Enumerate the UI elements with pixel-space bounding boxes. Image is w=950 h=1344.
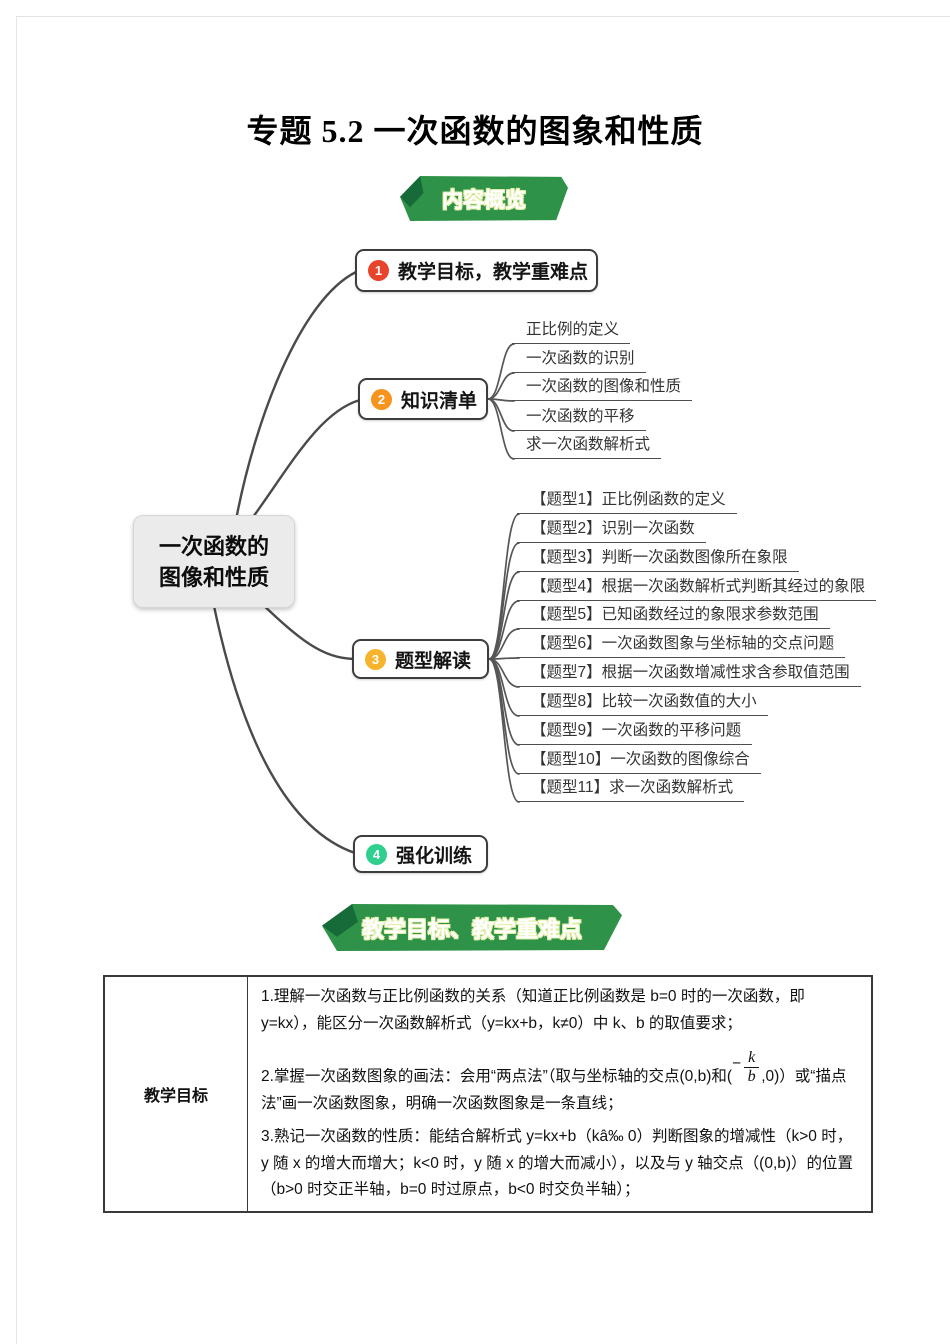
branch-intensive-training-label: 强化训练	[396, 845, 473, 867]
mindmap-root-node: 一次函数的 图像和性质	[133, 515, 295, 608]
topic-item: 【题型2】识别一次函数	[517, 519, 706, 543]
topic-item: 【题型3】判断一次函数图像所在象限	[517, 548, 799, 572]
knowledge-item: 一次函数的图像和性质	[512, 377, 693, 401]
knowledge-item: 求一次函数解析式	[512, 435, 662, 459]
fraction-minus-sign: −	[732, 1055, 742, 1072]
table-row-body: 1.理解一次函数与正比例函数的关系（知道正比例函数是 b=0 时的一次函数，即 …	[248, 977, 871, 1211]
topic-item: 【题型6】一次函数图象与坐标轴的交点问题	[517, 634, 846, 658]
number-3-badge: 3	[365, 648, 386, 670]
number-1-badge: 1	[368, 260, 389, 281]
branch-knowledge-list-label: 知识清单	[401, 390, 478, 412]
knowledge-item: 正比例的定义	[512, 320, 631, 344]
overview-banner: 内容概览	[400, 176, 568, 221]
root-label-line2: 图像和性质	[158, 564, 269, 590]
branch-intensive-training: 4 强化训练	[353, 835, 488, 873]
objectives-banner: 教学目标、教学重难点	[322, 904, 622, 951]
fraction-denominator: b	[747, 1068, 756, 1085]
branch-teaching-goals: 1 教学目标，教学重难点	[355, 249, 598, 292]
branch-topic-analysis-label: 题型解读	[395, 650, 472, 672]
objective-paragraph-2-before: 2.掌握一次函数图象的画法：会用“两点法”（取与坐标轴的交点(0,b)和(	[261, 1068, 733, 1085]
topic-item: 【题型5】已知函数经过的象限求参数范围	[517, 605, 830, 629]
table-row-header: 教学目标	[105, 977, 248, 1211]
objective-paragraph-1: 1.理解一次函数与正比例函数的关系（知道正比例函数是 b=0 时的一次函数，即 …	[261, 988, 805, 1032]
branch-knowledge-list: 2 知识清单	[358, 378, 488, 420]
knowledge-item: 一次函数的识别	[512, 349, 646, 373]
page-edge-line-left	[16, 16, 17, 1344]
objective-paragraph-3: 3.熟记一次函数的性质：能结合解析式 y=kx+b（kâ‰ 0）判断图象的增减性…	[261, 1128, 854, 1198]
overview-banner-label: 内容概览	[442, 188, 526, 212]
objectives-table: 教学目标 1.理解一次函数与正比例函数的关系（知道正比例函数是 b=0 时的一次…	[103, 975, 873, 1213]
number-2-badge: 2	[371, 388, 392, 410]
topic-item: 【题型11】求一次函数解析式	[517, 778, 745, 802]
fraction-numerator: k	[744, 1049, 760, 1068]
objective-paragraph-2-after: ,0)）或“描点法”画一次函数图象，明确一次函数图象是一条直线；	[261, 1068, 847, 1112]
topic-item: 【题型10】一次函数的图像综合	[517, 750, 761, 774]
page-edge-line-top	[16, 16, 950, 17]
topic-item: 【题型7】根据一次函数增减性求含参取值范围	[517, 663, 861, 687]
branch-topic-analysis: 3 题型解读	[352, 639, 489, 679]
knowledge-item: 一次函数的平移	[512, 407, 646, 431]
objectives-banner-label: 教学目标、教学重难点	[361, 916, 582, 942]
topic-item: 【题型4】根据一次函数解析式判断其经过的象限	[517, 577, 877, 601]
topic-item: 【题型9】一次函数的平移问题	[517, 721, 753, 745]
root-label-line1: 一次函数的	[158, 533, 269, 559]
topic-item: 【题型1】正比例函数的定义	[517, 490, 737, 514]
page-title: 专题 5.2 一次函数的图象和性质	[246, 113, 704, 149]
topic-item: 【题型8】比较一次函数值的大小	[517, 692, 768, 716]
number-4-badge: 4	[366, 843, 387, 865]
branch-teaching-goals-label: 教学目标，教学重难点	[398, 262, 589, 283]
